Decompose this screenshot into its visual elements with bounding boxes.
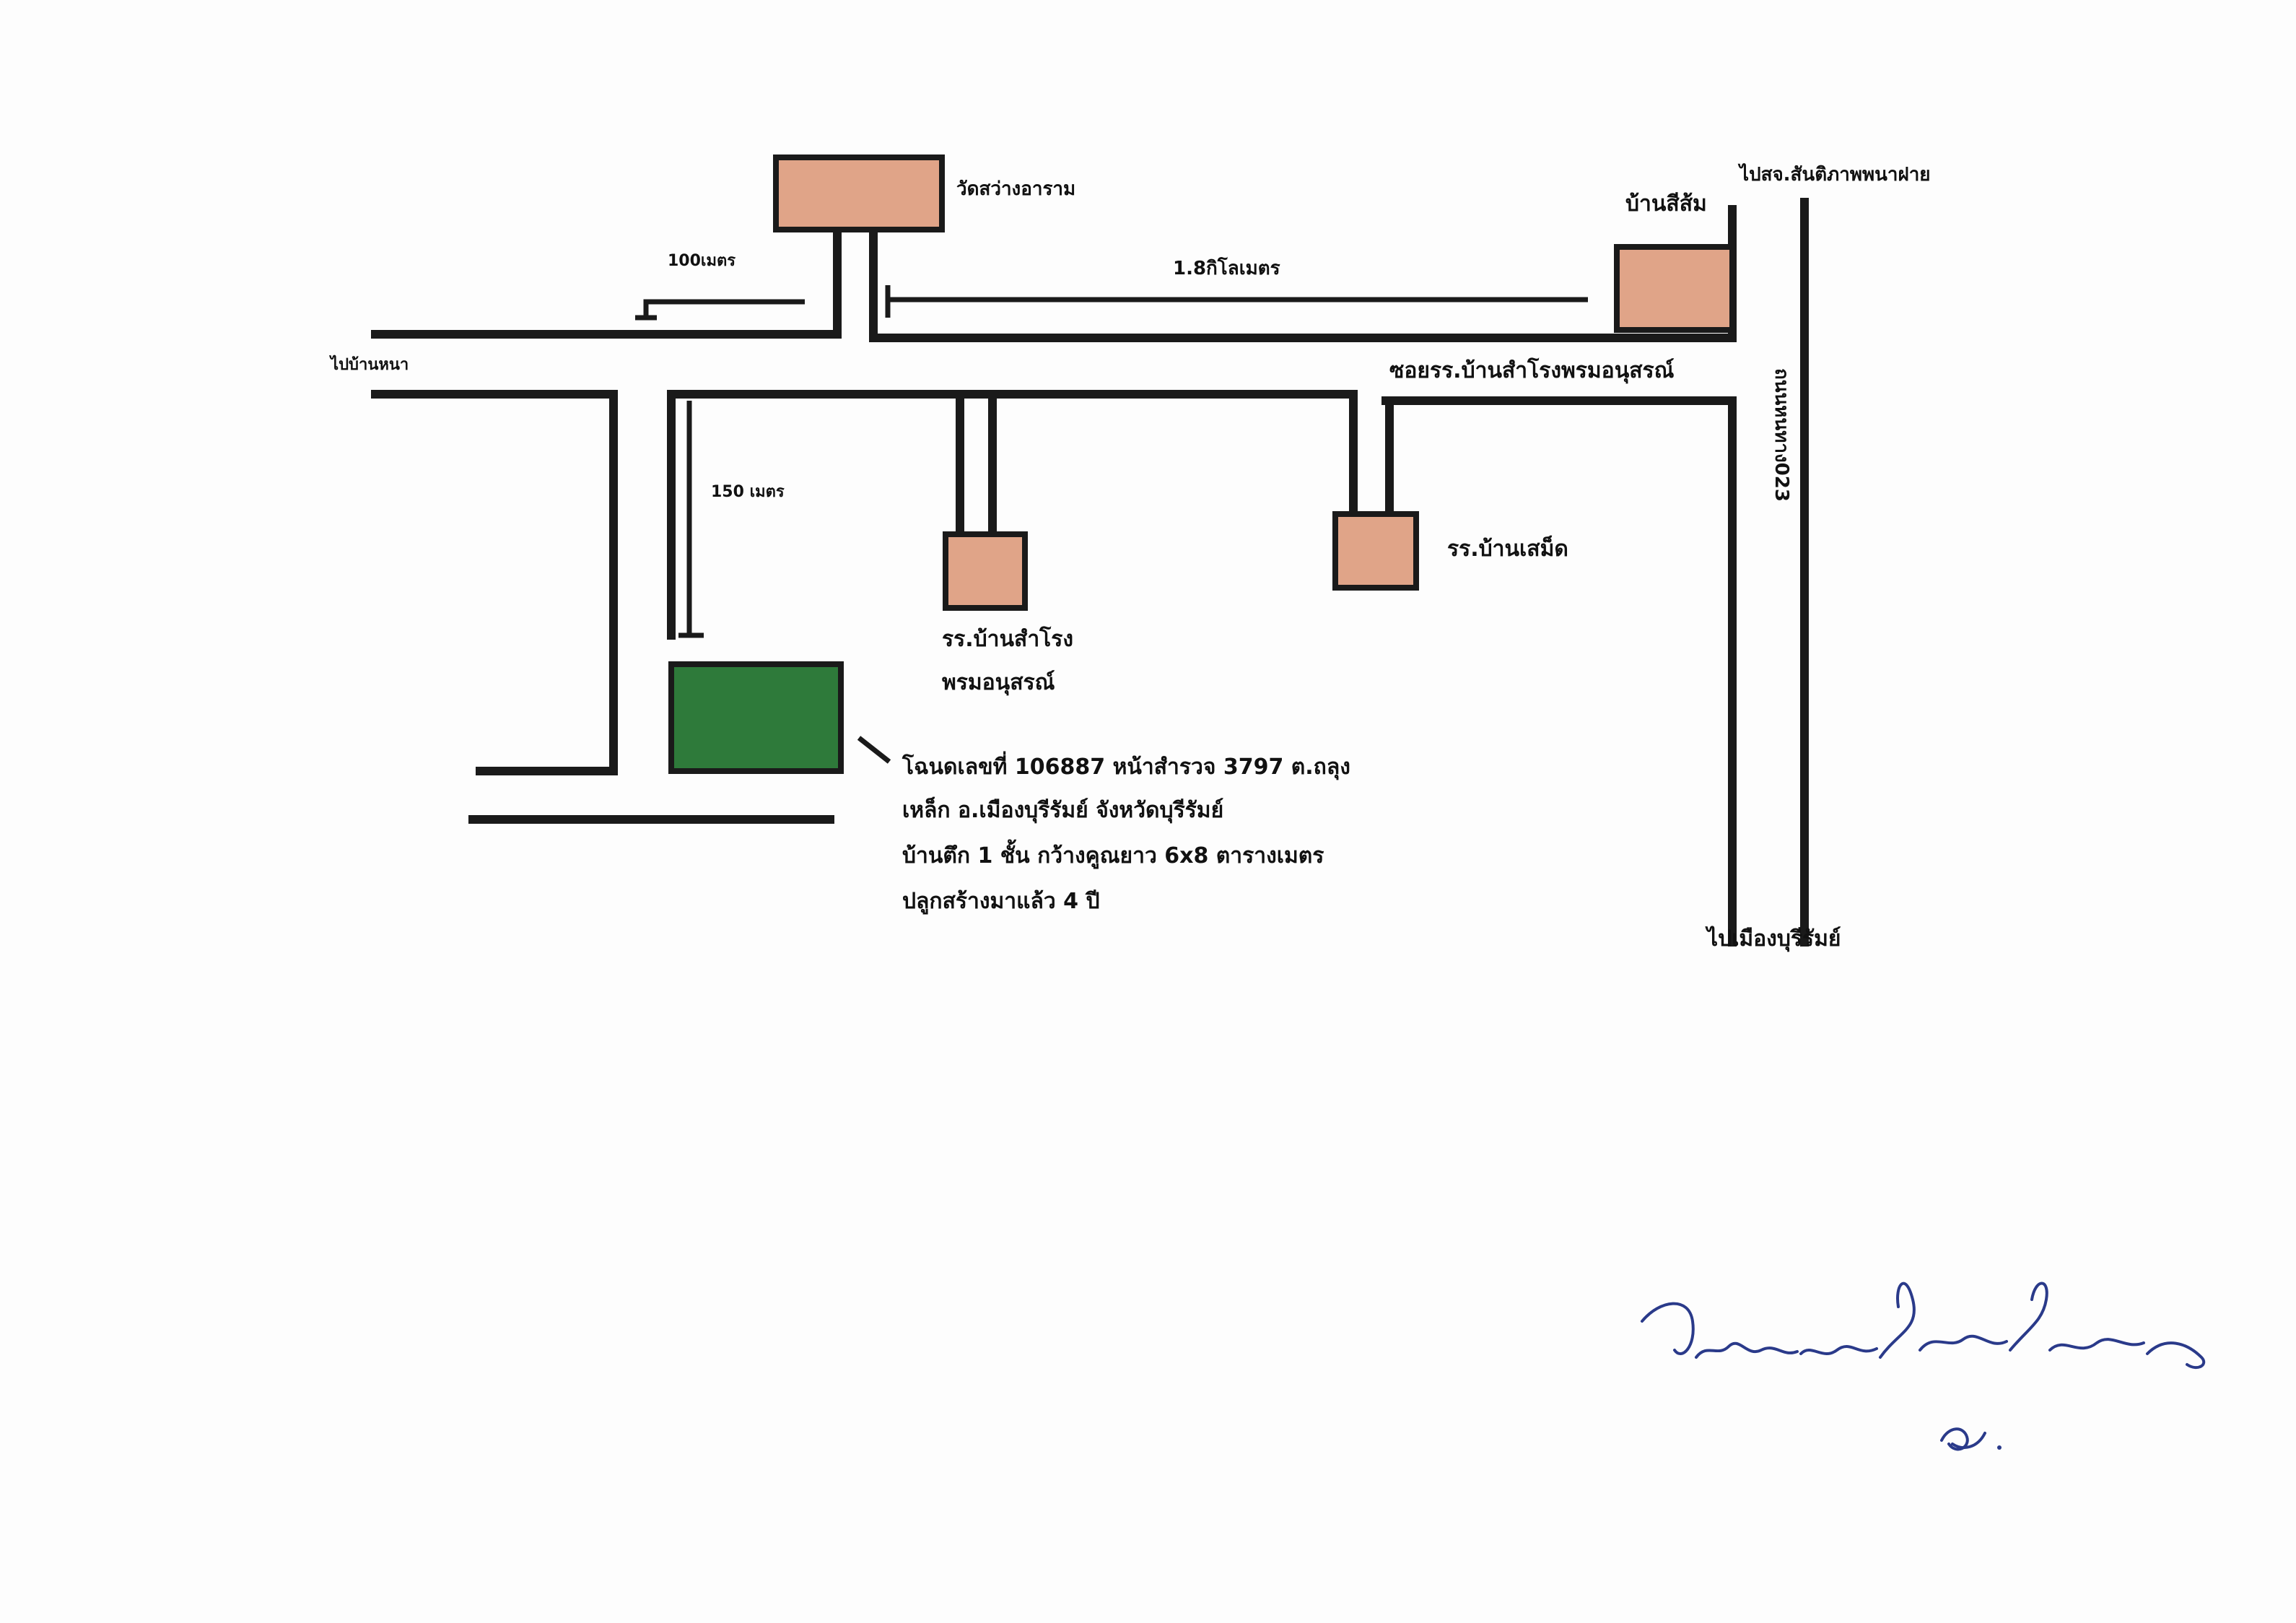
label-to-sanit-phap: ไปสจ.สันติภาพพนาฝาย xyxy=(1737,162,1931,186)
orange-house-building xyxy=(1614,244,1735,333)
label-to-muang: ไปเมืองบุรีรัมย์ xyxy=(1705,926,1841,952)
property-note: โฉนดเลขที่ 106887 หน้าสำรวจ 3797 ต.ถลุง … xyxy=(902,751,1350,915)
label-school-samrong-1: รร.บ้านสำโรง xyxy=(942,625,1073,652)
label-school-samrong-2: พรมอนุสรณ์ xyxy=(942,670,1055,696)
label-dist-1km: 1.8กิโลเมตร xyxy=(1173,256,1280,279)
temple-building xyxy=(773,155,945,232)
note-line-1: โฉนดเลขที่ 106887 หน้าสำรวจ 3797 ต.ถลุง xyxy=(902,751,1350,780)
arrow-100m xyxy=(643,299,805,318)
label-temple: วัดสว่างอาราม xyxy=(956,178,1075,200)
note-line-2: เหล็ก อ.เมืองบุรีรัมย์ จังหวัดบุรีรัมย์ xyxy=(902,796,1223,824)
note-line-3: บ้านตึก 1 ชั้น กว้างคูณยาว 6x8 ตารางเมตร xyxy=(902,839,1324,869)
school-samrong-building xyxy=(943,531,1028,611)
property-leader-line xyxy=(857,736,891,764)
distance-markers xyxy=(635,285,1588,764)
note-line-4: ปลูกสร้างมาแล้ว 4 ปี xyxy=(902,889,1100,915)
label-dist-100m: 100เมตร xyxy=(668,252,735,270)
label-dist-150m: 150 เมตร xyxy=(711,483,785,501)
target-property xyxy=(668,661,844,774)
label-school-semet: รร.บ้านเสม็ด xyxy=(1447,535,1568,562)
label-to-left: ไปบ้านหนา xyxy=(329,354,409,374)
label-road-223: ถนนหนทาง023 xyxy=(1771,368,1792,502)
handwritten-signature xyxy=(1641,1282,2206,1451)
label-soi-school: ซอยรร.บ้านสำโรงพรมอนุสรณ์ xyxy=(1389,357,1675,384)
label-house-sisom: บ้านสีส้ม xyxy=(1625,191,1707,217)
buildings xyxy=(668,155,1735,774)
road-network xyxy=(371,198,1809,947)
school-semet-building xyxy=(1332,511,1419,591)
map-labels: วัดสว่างอาราม บ้านสีส้ม ไปสจ.สันติภาพพนา… xyxy=(329,162,1931,952)
